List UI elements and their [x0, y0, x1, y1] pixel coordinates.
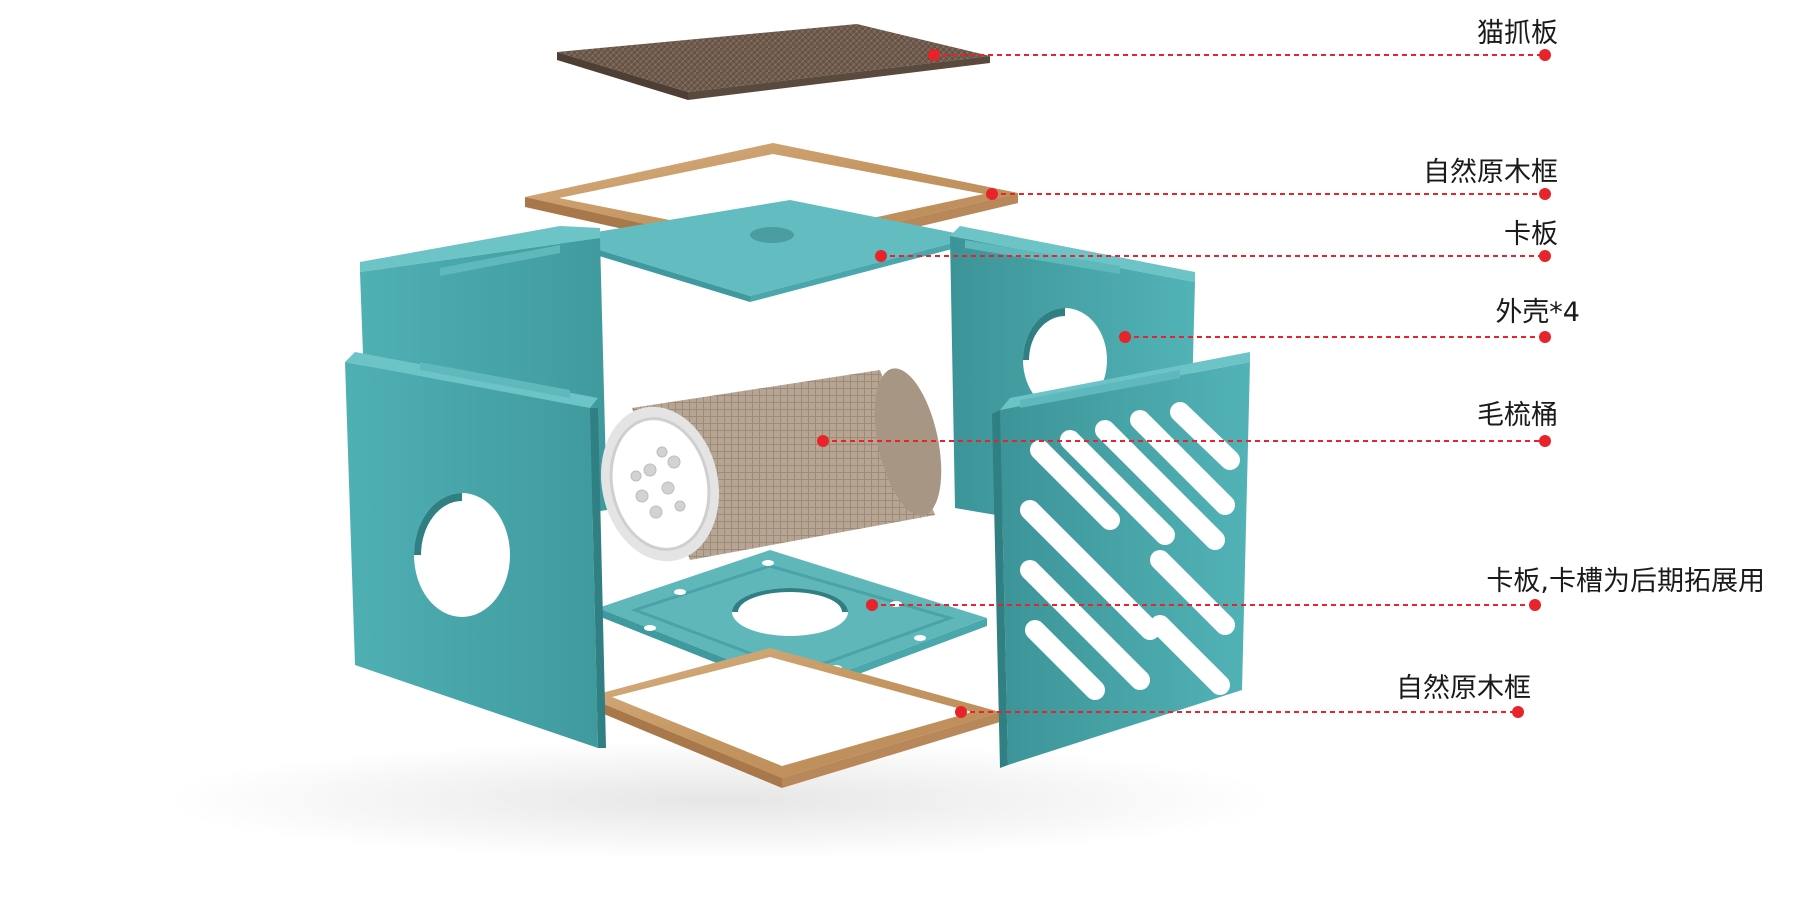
label-comb-barrel: 毛梳桶	[1477, 400, 1558, 431]
label-top-card-board: 卡板	[1504, 219, 1558, 250]
leader-dot-bottom-card-board-end	[1529, 599, 1541, 611]
leader-dot-comb-barrel-end	[1539, 435, 1551, 447]
label-bottom-card-board: 卡板,卡槽为后期拓展用	[1486, 566, 1765, 597]
leader-dot-top-card-board-end	[1539, 250, 1551, 262]
leader-dot-outer-shell-start	[1119, 331, 1131, 343]
comb-barrel-part	[600, 368, 942, 562]
shell-front-right-vented	[992, 352, 1250, 768]
leader-dot-bottom-card-board-start	[866, 599, 878, 611]
leader-dot-top-wood-frame-start	[986, 188, 998, 200]
vent-slot-2	[1060, 430, 1175, 545]
vent-slot-5	[1170, 402, 1240, 470]
bottom-wood-frame-part	[587, 648, 1000, 788]
leader-dot-scratch-board-start	[928, 49, 940, 61]
vent-slot-4	[1130, 410, 1235, 515]
vent-slot-10	[1150, 615, 1230, 695]
leader-dot-comb-barrel-start	[817, 435, 829, 447]
floor-shadow	[160, 740, 1280, 860]
leader-dot-bottom-wood-frame-start	[955, 706, 967, 718]
label-top-wood-frame: 自然原木框	[1423, 157, 1558, 188]
top-card-board-part	[560, 200, 975, 302]
leader-dot-top-card-board-start	[875, 250, 887, 262]
vent-slot-8	[1025, 620, 1105, 700]
vent-slot-3	[1095, 420, 1225, 550]
leader-dot-bottom-wood-frame-end	[1512, 706, 1524, 718]
label-bottom-wood-frame: 自然原木框	[1396, 673, 1531, 704]
shell-front-left	[345, 352, 606, 748]
label-outer-shell: 外壳*4	[1495, 297, 1580, 328]
leader-dot-outer-shell-end	[1539, 331, 1551, 343]
vent-slot-7	[1020, 560, 1150, 690]
label-scratch-board: 猫抓板	[1477, 18, 1558, 49]
leader-dot-scratch-board-end	[1539, 49, 1551, 61]
vent-slot-9	[1150, 550, 1235, 635]
vent-slot-6	[1020, 500, 1160, 640]
scratch-board-part	[557, 24, 990, 100]
leader-dot-top-wood-frame-end	[1539, 188, 1551, 200]
vent-slot-1	[1030, 440, 1120, 530]
